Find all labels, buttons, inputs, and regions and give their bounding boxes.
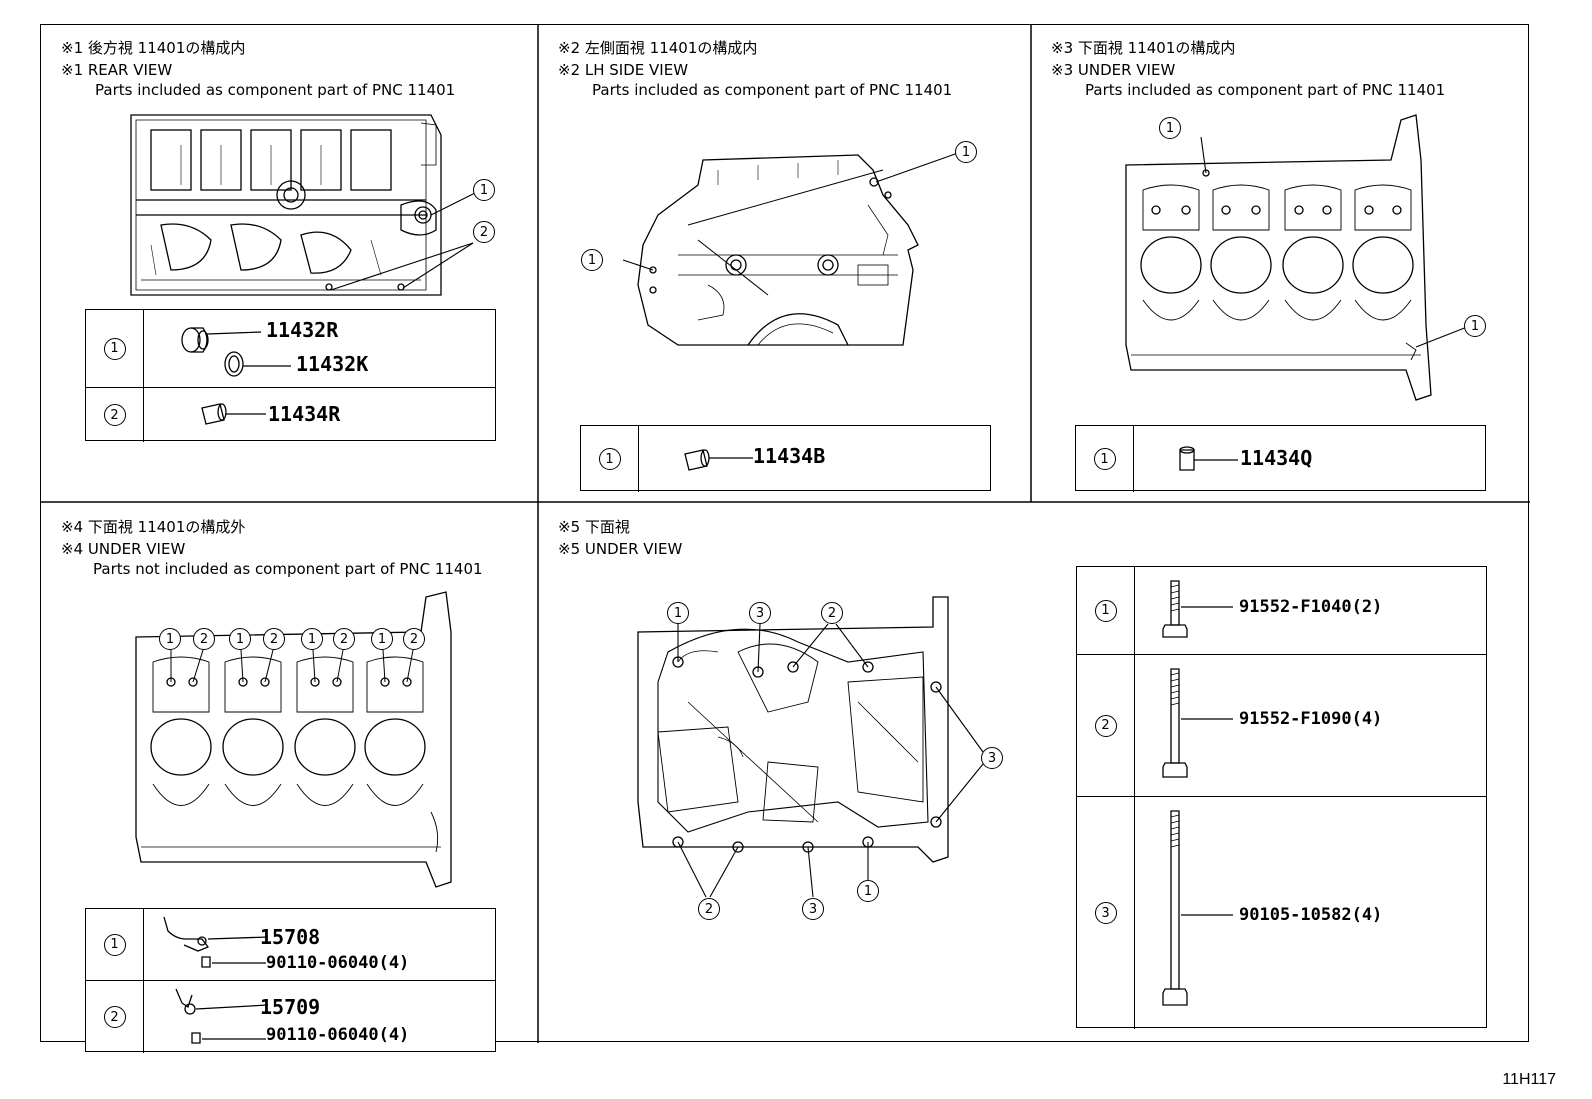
part-number: 91552-F1090(4) bbox=[1239, 709, 1383, 729]
callout-3: 3 bbox=[802, 898, 824, 920]
engine-block-under-illustration bbox=[637, 596, 984, 898]
callout-1: 1 bbox=[1159, 117, 1181, 139]
panel-description: Parts included as component part of PNC … bbox=[592, 81, 953, 99]
callout-3: 3 bbox=[749, 602, 771, 624]
parts-table: 1 91552-F1040(2) 2 bbox=[1076, 566, 1487, 1029]
engine-block-rear-illustration bbox=[130, 114, 478, 296]
row-number-badge: 2 bbox=[1094, 714, 1117, 737]
parts-row: 1 11434Q bbox=[1076, 426, 1485, 492]
callout-1: 1 bbox=[159, 628, 181, 650]
panel-title-en: ※4 UNDER VIEW bbox=[61, 540, 186, 558]
callout-2: 2 bbox=[193, 628, 215, 650]
dowel-pin-icon bbox=[684, 449, 753, 471]
panel-title-jp: ※2 左側面視 11401の構成内 bbox=[558, 39, 758, 57]
callout-1: 1 bbox=[667, 602, 689, 624]
row-number-badge: 1 bbox=[103, 337, 126, 360]
panel-title-en: ※3 UNDER VIEW bbox=[1051, 61, 1176, 79]
parts-table: 1 11434B bbox=[580, 425, 991, 492]
engine-block-side-illustration bbox=[622, 152, 959, 346]
row-number-badge: 1 bbox=[598, 448, 621, 470]
callout-3: 3 bbox=[981, 747, 1003, 769]
callout-2: 2 bbox=[821, 602, 843, 624]
panel-title-jp: ※1 後方視 11401の構成内 bbox=[61, 39, 246, 57]
parts-row: 3 90105-10582(4) bbox=[1077, 797, 1486, 1029]
row-number-badge: 2 bbox=[103, 404, 126, 426]
panel-under-view-5: ※5 下面視 ※5 UNDER VIEW bbox=[538, 502, 1530, 1043]
part-number: 90110-06040(4) bbox=[266, 953, 410, 973]
panel-title-jp: ※3 下面視 11401の構成内 bbox=[1051, 39, 1236, 57]
callout-1: 1 bbox=[371, 628, 393, 650]
part-number: 91552-F1040(2) bbox=[1239, 597, 1383, 617]
bolt-icon bbox=[1162, 810, 1233, 1006]
bolt-icon bbox=[1162, 668, 1233, 778]
panel-description: Parts included as component part of PNC … bbox=[1085, 81, 1446, 99]
engine-block-under-illustration bbox=[1125, 114, 1468, 401]
part-number: 11434R bbox=[268, 402, 341, 426]
row-number-badge: 1 bbox=[1093, 448, 1116, 470]
callout-2: 2 bbox=[403, 628, 425, 650]
row-number-badge: 1 bbox=[103, 933, 126, 956]
callout-1: 1 bbox=[581, 249, 603, 271]
parts-table: 1 15708 90110-06040(4) 2 bbox=[85, 908, 496, 1053]
callout-2: 2 bbox=[333, 628, 355, 650]
panel-description: Parts included as component part of PNC … bbox=[95, 81, 456, 99]
straight-pin-icon bbox=[1179, 446, 1238, 471]
part-number: 15708 bbox=[260, 925, 321, 949]
panel-title-jp: ※4 下面視 11401の構成外 bbox=[61, 518, 246, 536]
diagram-code: 11H117 bbox=[1502, 1071, 1556, 1088]
callout-2: 2 bbox=[263, 628, 285, 650]
parts-row: 2 15709 90110-06040(4) bbox=[86, 981, 495, 1053]
parts-row: 2 11434R bbox=[86, 388, 495, 442]
callout-1: 1 bbox=[1464, 315, 1486, 337]
part-number: 90110-06040(4) bbox=[266, 1025, 410, 1045]
panel-lh-side-view: ※2 左側面視 11401の構成内 ※2 LH SIDE VIEW Parts … bbox=[538, 25, 1031, 502]
panel-rear-view: ※1 後方視 11401の構成内 ※1 REAR VIEW Parts incl… bbox=[41, 25, 538, 502]
part-number: 11432R bbox=[266, 318, 339, 342]
diagram-frame: ※1 後方視 11401の構成内 ※1 REAR VIEW Parts incl… bbox=[40, 24, 1530, 1053]
oil-jet-icon bbox=[175, 988, 269, 1044]
panel-title-en: ※5 UNDER VIEW bbox=[558, 540, 683, 558]
callout-1: 1 bbox=[229, 628, 251, 650]
bolt-icon bbox=[1162, 580, 1233, 638]
parts-table: 1 11434Q bbox=[1075, 425, 1486, 492]
part-number: 11434Q bbox=[1240, 446, 1313, 470]
callout-1: 1 bbox=[301, 628, 323, 650]
panel-under-view-4: ※4 下面視 11401の構成外 ※4 UNDER VIEW Parts not… bbox=[41, 502, 538, 1053]
parts-row: 1 91552-F1040(2) bbox=[1077, 567, 1486, 655]
cap-plug-icon bbox=[181, 327, 291, 377]
engine-block-under-illustration bbox=[135, 591, 452, 888]
part-number: 11432K bbox=[296, 352, 369, 376]
callout-1: 1 bbox=[857, 880, 879, 902]
panel-title-jp: ※5 下面視 bbox=[558, 518, 630, 536]
part-number: 90105-10582(4) bbox=[1239, 905, 1383, 925]
dowel-pin-icon bbox=[201, 403, 266, 425]
panel-description: Parts not included as component part of … bbox=[93, 560, 483, 578]
row-number-badge: 2 bbox=[103, 1006, 126, 1028]
oil-jet-icon bbox=[163, 916, 269, 968]
panel-under-view-3: ※3 下面視 11401の構成内 ※3 UNDER VIEW Parts inc… bbox=[1031, 25, 1530, 502]
row-number-badge: 3 bbox=[1094, 902, 1117, 924]
panel-title-en: ※1 REAR VIEW bbox=[61, 61, 173, 79]
parts-row: 1 11434B bbox=[581, 426, 990, 492]
part-number: 15709 bbox=[260, 995, 321, 1019]
part-number: 11434B bbox=[753, 444, 826, 468]
callout-2: 2 bbox=[698, 898, 720, 920]
callout-1: 1 bbox=[955, 141, 977, 163]
parts-row: 1 15708 90110-06040(4) bbox=[86, 909, 495, 981]
parts-row: 1 11432R 11432K bbox=[86, 310, 495, 388]
row-number-badge: 1 bbox=[1094, 599, 1117, 622]
panel-grid bbox=[41, 25, 1530, 1043]
parts-table: 1 11432R 11432K bbox=[85, 309, 496, 442]
panel-title-en: ※2 LH SIDE VIEW bbox=[558, 61, 689, 79]
callout-1: 1 bbox=[473, 179, 495, 201]
callout-2: 2 bbox=[473, 221, 495, 243]
parts-row: 2 91552-F1090(4) bbox=[1077, 655, 1486, 797]
